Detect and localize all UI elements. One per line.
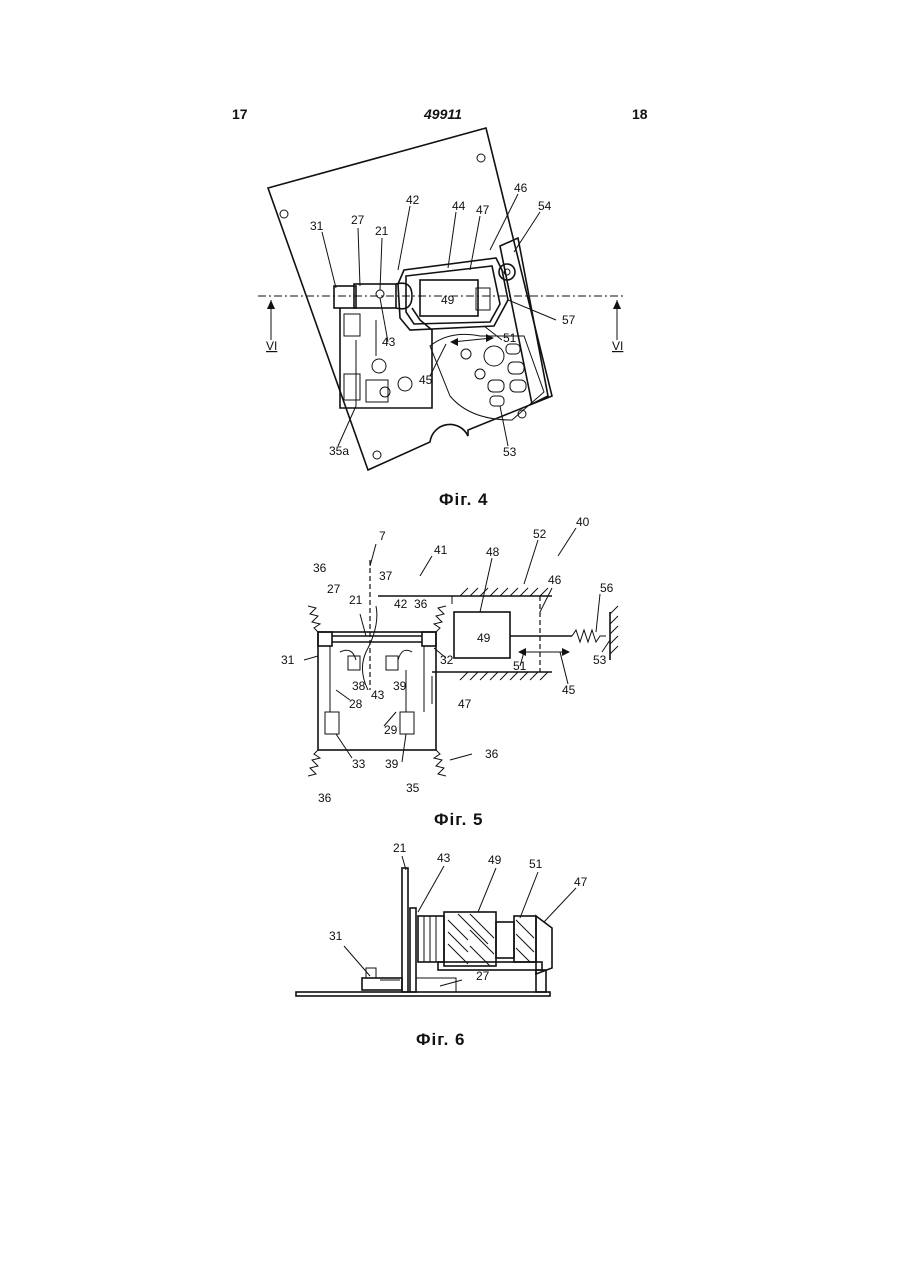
- fig6-label-47: 47: [574, 875, 588, 889]
- fig6-label-21: 21: [393, 841, 407, 855]
- fig6-label-43: 43: [437, 851, 451, 865]
- figure-6: 21 43 49 51 47 31 27: [0, 0, 900, 1020]
- fig6-label-27: 27: [476, 969, 490, 983]
- base-plate: [296, 992, 550, 996]
- figure-6-caption: Фіг. 6: [416, 1030, 466, 1050]
- fig6-label-51: 51: [529, 857, 543, 871]
- fig6-label-49: 49: [488, 853, 502, 867]
- fig6-label-31: 31: [329, 929, 343, 943]
